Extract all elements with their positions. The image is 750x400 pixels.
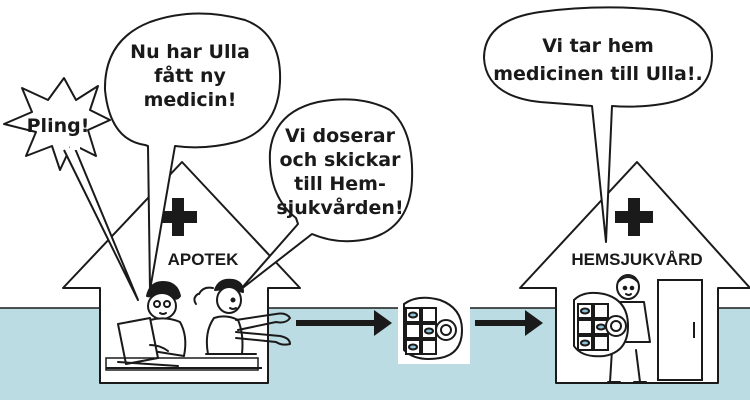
pharmacy-label: APOTEK <box>168 250 240 269</box>
speech-bubble-homecare <box>483 6 713 243</box>
home-text-line2: medicinen till Ulla!. <box>493 63 703 85</box>
speech-bubble-ulla <box>103 12 282 291</box>
dose-text-line3: till Hem- <box>294 173 386 195</box>
ulla-text-line3: medicin! <box>144 89 237 111</box>
medical-cross-icon <box>159 198 197 236</box>
pling-text: Pling! <box>27 115 90 137</box>
dose-text-line2: och skickar <box>279 149 401 171</box>
dose-pack-roll-icon <box>403 296 464 360</box>
dose-text-line4: sjukvården! <box>276 195 403 219</box>
pling-burst <box>3 77 139 301</box>
ulla-text-line1: Nu har Ulla <box>130 41 250 63</box>
right-arrow-icon <box>475 310 543 336</box>
speech-bubble-dosing <box>239 98 414 291</box>
right-arrow-icon <box>296 310 392 336</box>
ulla-text-line2: fått ny <box>154 63 226 87</box>
homecare-door <box>657 279 703 381</box>
dose-pack-roll-icon <box>573 291 630 358</box>
dose-text-line1: Vi doserar <box>285 125 396 147</box>
pharmacy-assistant-figure <box>193 278 291 355</box>
pharmacy-counter-box <box>105 357 259 371</box>
pharmacist-figure <box>117 281 187 367</box>
medical-cross-icon <box>615 198 653 236</box>
homecare-label: HEMSJUKVÅRD <box>571 250 702 269</box>
home-text-line1: Vi tar hem <box>542 35 654 57</box>
